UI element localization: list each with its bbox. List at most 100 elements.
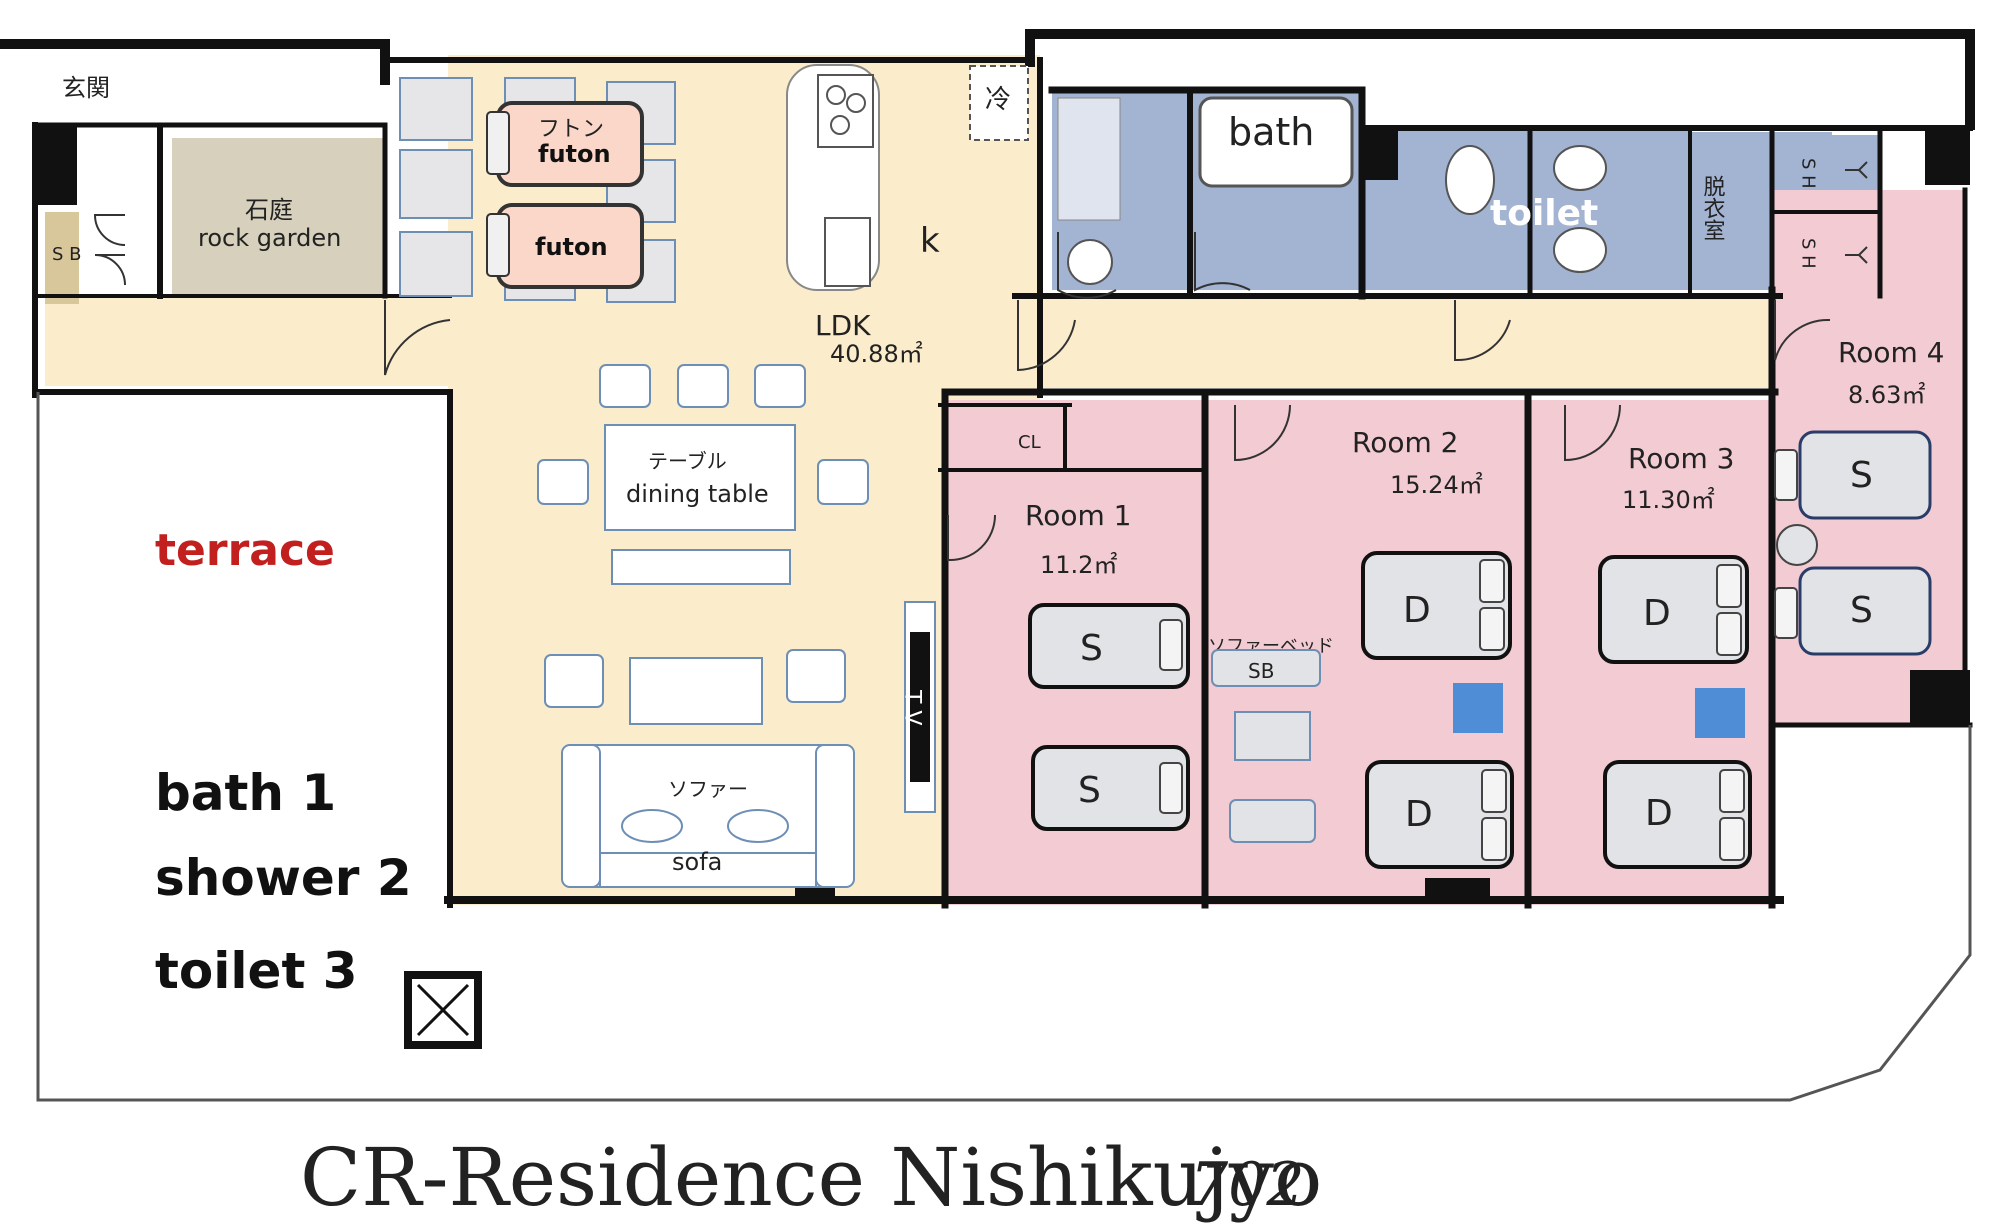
room2-name: Room 2	[1352, 426, 1458, 459]
facility-toilet: toilet 3	[155, 942, 358, 1000]
fridge-label: 冷	[985, 85, 1011, 115]
sofa-bed	[1211, 649, 1321, 687]
entrance-sb-box	[45, 212, 79, 304]
room2-bed-1-label: D	[1403, 590, 1431, 631]
facility-shower: shower 2	[155, 849, 412, 907]
toilet-floor	[1362, 128, 1692, 290]
room2-bed-2-pillow-b	[1481, 817, 1507, 861]
sofa-arm-right	[815, 744, 855, 888]
room1-bed-2-pillow	[1159, 762, 1183, 814]
rock-garden-label: rock garden	[198, 224, 341, 252]
rock-garden-jp-label: 石庭	[245, 196, 293, 224]
facility-bath: bath 1	[155, 764, 336, 822]
armchair-left	[544, 654, 604, 708]
room4-bed-2-pillow	[1774, 587, 1798, 639]
room1-bed-1-pillow	[1159, 619, 1183, 671]
terrace-label: terrace	[155, 525, 335, 576]
room4-area: 8.63㎡	[1848, 381, 1925, 409]
hallway-left	[45, 298, 450, 386]
room3-bed-2-pillow-a	[1719, 769, 1745, 813]
toilet-label: toilet	[1490, 193, 1598, 234]
futon-2-pillow	[486, 213, 510, 277]
room2-desk	[1453, 683, 1503, 733]
room3-bed-1-pillow-b	[1716, 612, 1742, 656]
room4-bed-2-label: S	[1850, 590, 1873, 631]
washbasin	[1067, 239, 1113, 285]
futon-1-label: futon	[538, 140, 611, 168]
residence-title: CR-Residence Nishikujyo	[300, 1131, 1322, 1224]
walls	[0, 29, 1975, 909]
room1-bed-1	[1028, 603, 1190, 689]
stove	[817, 74, 874, 148]
room1-area: 11.2㎡	[1040, 551, 1117, 579]
tv-label: T V	[900, 689, 925, 725]
sb-left-label: S B	[52, 244, 82, 265]
sofa-label: sofa	[672, 848, 722, 876]
stove-burner-2	[846, 93, 866, 113]
shower-1-label: S H	[1798, 158, 1819, 189]
shower-head-2	[1845, 246, 1868, 264]
sofa-cushion-right	[727, 809, 789, 843]
washing-machine	[1057, 97, 1121, 221]
toilet-bowl-2	[1553, 145, 1607, 191]
room1-bed-2	[1031, 745, 1190, 831]
room3-area: 11.30㎡	[1622, 486, 1715, 514]
bathtub	[1198, 96, 1354, 188]
room2-bed-1-pillow-b	[1479, 607, 1505, 651]
dining-table	[604, 424, 796, 531]
entrance-label: 玄関	[62, 74, 110, 102]
door-swings	[93, 214, 1831, 562]
dining-table-label: dining table	[626, 480, 769, 508]
room3-bed-1	[1598, 555, 1749, 664]
room3-bed-1-pillow-a	[1716, 564, 1742, 608]
stove-burner-3	[830, 115, 850, 135]
room2-area: 15.24㎡	[1390, 471, 1483, 499]
room2-bed-2-pillow-a	[1481, 769, 1507, 813]
room2-table	[1234, 711, 1311, 761]
sofa-bed-label: SB	[1248, 659, 1274, 683]
room2-bed-1-pillow-a	[1479, 559, 1505, 603]
ldk-label: LDK	[815, 309, 871, 342]
room4-bed-1-label: S	[1850, 455, 1873, 496]
dining-chairs	[537, 364, 869, 505]
room4-bed-1	[1798, 430, 1932, 520]
armchair-right	[786, 649, 846, 703]
unit-number: 702	[1190, 1150, 1305, 1220]
rock-garden-area	[172, 138, 384, 295]
room3-bed-2-label: D	[1645, 793, 1673, 834]
sofa-cushion-left	[621, 809, 683, 843]
shower-head-1	[1845, 161, 1868, 179]
dining-table-jp-label: テーブル	[648, 449, 727, 473]
toilet-bowl-1	[1445, 145, 1495, 215]
futon-1-jp-label: フトン	[538, 117, 604, 142]
room1-bed-1-label: S	[1080, 628, 1103, 669]
shower-2-label: S H	[1798, 238, 1819, 269]
room3-bed-2	[1603, 760, 1752, 869]
sofa-back	[599, 852, 817, 888]
stove-burner-1	[826, 85, 846, 105]
futon-2-label: futon	[535, 233, 608, 261]
fridge	[969, 65, 1029, 141]
room2-stool	[1229, 799, 1316, 843]
room2-bed-1	[1361, 551, 1512, 660]
dining-bench	[611, 549, 791, 585]
room2-bed-2-label: D	[1405, 794, 1433, 835]
room3-bed-2-pillow-b	[1719, 817, 1745, 861]
room3-bed-1-label: D	[1643, 593, 1671, 634]
room1-name: Room 1	[1025, 499, 1131, 532]
dressing-room-label: 脱衣室	[1700, 175, 1726, 241]
drain-icon	[404, 971, 482, 1049]
hallway-right	[1015, 298, 1770, 388]
coffee-table	[629, 657, 763, 725]
bath-label: bath	[1228, 110, 1314, 154]
room3-desk	[1695, 688, 1745, 738]
room1-bed-2-label: S	[1078, 770, 1101, 811]
futon-1-pillow	[486, 111, 510, 175]
room4-bed-2	[1798, 566, 1932, 656]
room4-side-table	[1776, 524, 1818, 566]
room4-bed-1-pillow	[1774, 449, 1798, 501]
sofa-arm-left	[561, 744, 601, 888]
kitchen-label: k	[920, 221, 940, 261]
room4-name: Room 4	[1838, 336, 1944, 369]
